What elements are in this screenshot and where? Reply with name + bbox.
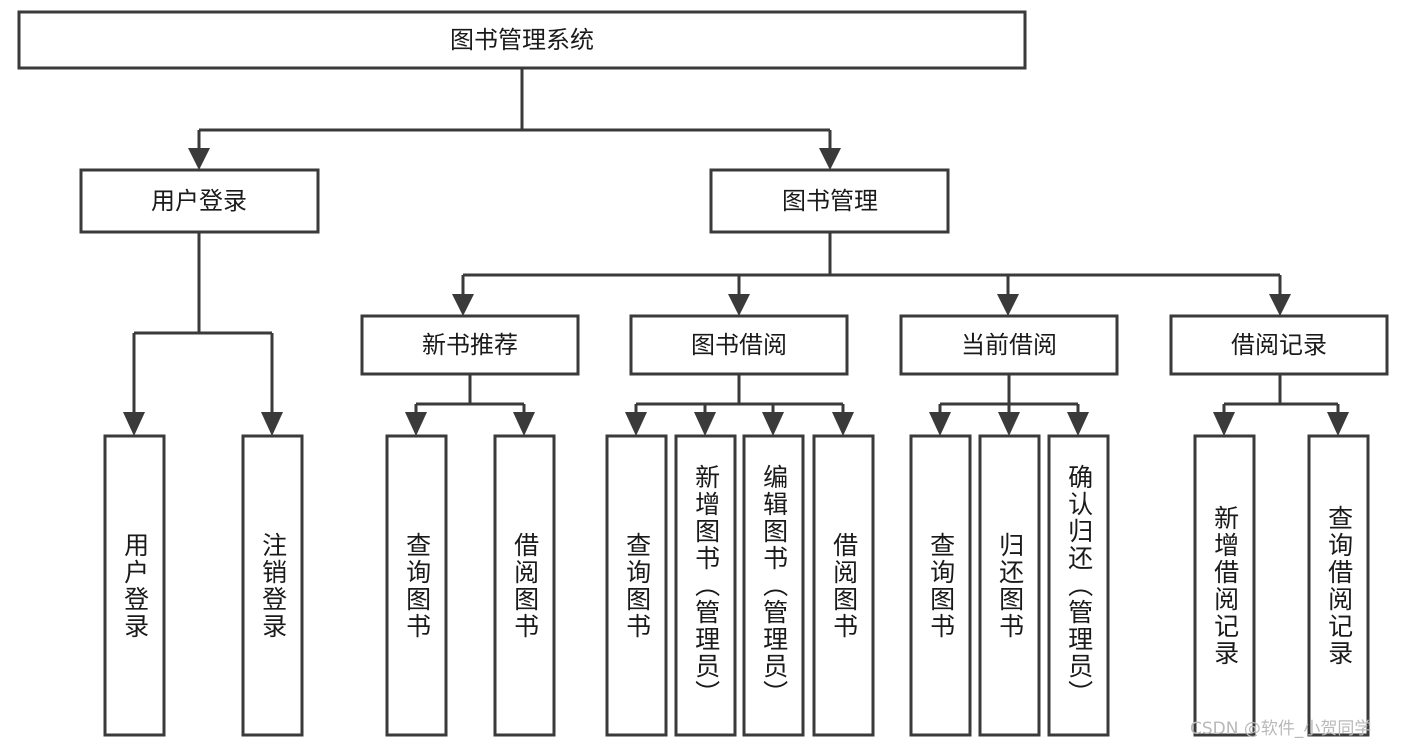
arrow-head-leaf-borrow-book-2 [832,412,854,436]
node-current-borrow-box[interactable] [899,314,1119,376]
leaf-add-record[interactable]: 新增借阅记录 [1193,434,1256,737]
arrow-head-leaf-confirm-return [1067,412,1089,436]
leaf-borrow-book-1[interactable]: 借阅图书 [493,434,556,737]
leaf-add-book-box[interactable] [674,434,737,737]
leaf-return-book[interactable]: 归还图书 [978,434,1041,737]
node-new-book-recommend-box[interactable] [360,314,580,376]
arrow-head-leaf-query-book-1 [405,412,427,436]
leaf-query-record-box[interactable] [1307,434,1370,737]
leaf-borrow-book-1-label: 借阅图书 [510,531,540,640]
leaf-confirm-return-text-area: 确认归还（管理员） [1064,464,1094,707]
node-borrow-record-box[interactable] [1169,314,1389,376]
leaf-add-record-text-area: 新增借阅记录 [1210,504,1240,667]
leaf-return-book-box[interactable] [978,434,1041,737]
leaf-query-book-2-text-area: 查询图书 [622,531,652,640]
node-book-borrow-box[interactable] [629,314,849,376]
node-new-book-recommend-label: 新书推荐 [422,331,518,359]
leaf-borrow-book-1-text-area: 借阅图书 [510,531,540,640]
arrow-head-leaf-user-logout [261,412,283,436]
node-current-borrow-label: 当前借阅 [961,331,1057,359]
leaf-query-book-2-box[interactable] [605,434,668,737]
arrow-head-leaf-query-book-3 [929,412,951,436]
leaf-borrow-book-2[interactable]: 借阅图书 [812,434,875,737]
node-new-book-recommend[interactable]: 新书推荐 [360,314,580,376]
leaf-user-login[interactable]: 用户登录 [103,434,166,737]
leaf-query-record-text-area: 查询借阅记录 [1324,504,1354,667]
node-root-box[interactable] [17,10,1027,70]
node-current-borrow[interactable]: 当前借阅 [899,314,1119,376]
leaf-query-book-1-box[interactable] [385,434,448,737]
leaf-add-book-label: 新增图书（管理员） [691,464,721,707]
leaf-user-logout-box[interactable] [241,434,304,737]
leaf-add-book-text-area: 新增图书（管理员） [691,464,721,707]
leaf-user-logout-label: 注销登录 [258,531,288,640]
leaf-edit-book-box[interactable] [742,434,805,737]
leaf-query-book-3[interactable]: 查询图书 [909,434,972,737]
leaf-user-login-text-area: 用户登录 [120,531,150,640]
leaf-user-login-label: 用户登录 [120,531,150,640]
node-root-label: 图书管理系统 [450,26,594,54]
arrow-head-new-book-recommend [452,294,474,316]
leaf-query-book-1-text-area: 查询图书 [402,531,432,640]
node-book-management-box[interactable] [709,168,950,234]
node-user-login-box[interactable] [79,168,320,234]
arrow-head-leaf-add-record [1213,412,1235,436]
leaf-query-book-2[interactable]: 查询图书 [605,434,668,737]
leaf-add-record-label: 新增借阅记录 [1210,504,1240,667]
leaf-query-book-2-label: 查询图书 [622,531,652,640]
arrow-head-user-login [188,148,210,170]
edge-layer [123,68,1349,436]
leaf-add-record-box[interactable] [1193,434,1256,737]
leaf-confirm-return-label: 确认归还（管理员） [1064,464,1094,707]
arrow-head-leaf-add-book [694,412,716,436]
leaf-confirm-return-box[interactable] [1047,434,1110,737]
leaf-query-book-1[interactable]: 查询图书 [385,434,448,737]
leaf-user-logout[interactable]: 注销登录 [241,434,304,737]
leaf-query-book-3-box[interactable] [909,434,972,737]
leaf-query-record[interactable]: 查询借阅记录 [1307,434,1370,737]
leaf-borrow-book-2-text-area: 借阅图书 [829,531,859,640]
node-borrow-record-label: 借阅记录 [1231,331,1327,359]
leaf-query-book-3-label: 查询图书 [926,531,956,640]
leaf-add-book[interactable]: 新增图书（管理员） [674,434,737,737]
leaf-edit-book[interactable]: 编辑图书（管理员） [742,434,805,737]
leaf-borrow-book-1-box[interactable] [493,434,556,737]
arrow-head-leaf-query-book-2 [625,412,647,436]
arrow-head-leaf-user-login [123,412,145,436]
arrow-head-current-borrow [997,294,1019,316]
arrow-head-borrow-record [1269,294,1291,316]
node-book-borrow-label: 图书借阅 [691,331,787,359]
leaf-query-book-3-text-area: 查询图书 [926,531,956,640]
arrow-head-leaf-query-record [1327,412,1349,436]
node-book-management-label: 图书管理 [782,187,878,215]
leaf-borrow-book-2-box[interactable] [812,434,875,737]
node-user-login-label: 用户登录 [151,187,247,215]
node-root[interactable]: 图书管理系统 [17,10,1027,70]
arrow-head-leaf-edit-book [762,412,784,436]
node-user-login[interactable]: 用户登录 [79,168,320,234]
node-borrow-record[interactable]: 借阅记录 [1169,314,1389,376]
arrow-head-book-borrow [728,294,750,316]
leaf-return-book-text-area: 归还图书 [995,531,1025,640]
leaf-query-book-1-label: 查询图书 [402,531,432,640]
leaf-edit-book-label: 编辑图书（管理员） [759,464,789,707]
arrow-head-leaf-return-book [998,412,1020,436]
node-book-management[interactable]: 图书管理 [709,168,950,234]
leaf-edit-book-text-area: 编辑图书（管理员） [759,464,789,707]
leaf-user-login-box[interactable] [103,434,166,737]
leaf-borrow-book-2-label: 借阅图书 [829,531,859,640]
arrow-head-leaf-borrow-book-1 [513,412,535,436]
leaf-return-book-label: 归还图书 [995,531,1025,640]
node-book-borrow[interactable]: 图书借阅 [629,314,849,376]
leaf-confirm-return[interactable]: 确认归还（管理员） [1047,434,1110,737]
leaf-user-logout-text-area: 注销登录 [258,531,288,640]
leaf-query-record-label: 查询借阅记录 [1324,504,1354,667]
arrow-head-book-management [819,148,841,170]
